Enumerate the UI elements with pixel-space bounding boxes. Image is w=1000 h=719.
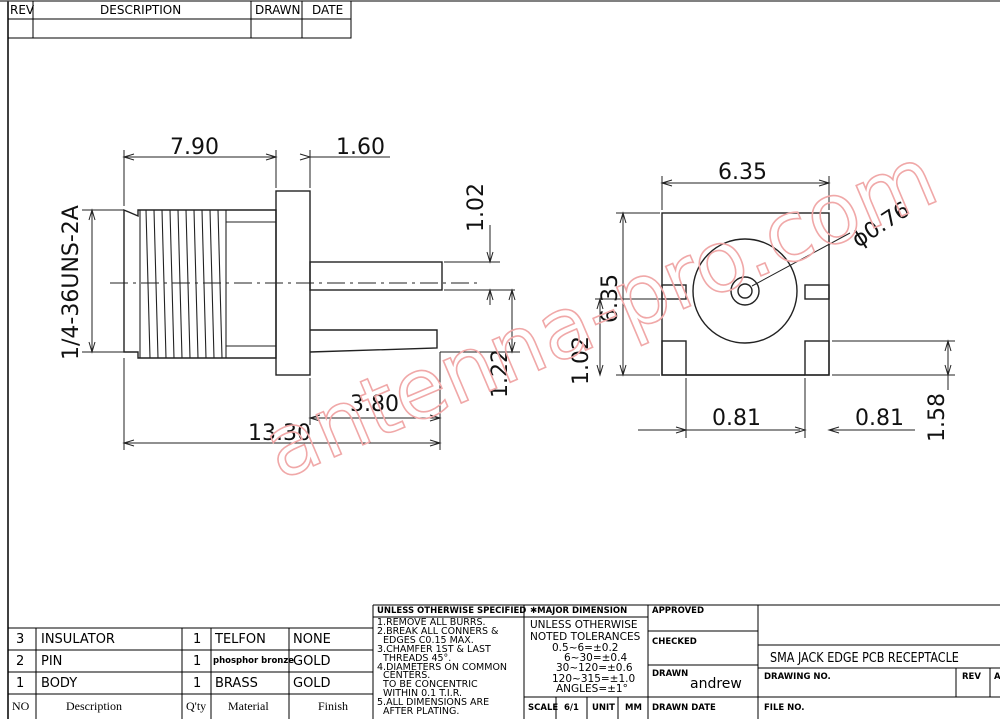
bom-header-material: Material xyxy=(228,699,269,713)
dim-center-height: 1.02 xyxy=(569,336,594,385)
file-no-label: FILE NO. xyxy=(764,703,805,713)
dim-flange-thickness: 1.60 xyxy=(336,135,385,160)
rev-value: A xyxy=(994,672,1000,682)
dim-pin-offset: 1.22 xyxy=(488,349,513,398)
tolerance-line1: UNLESS OTHERWISE xyxy=(530,619,638,631)
tolerance-row: 30~120=±0.6 xyxy=(556,662,633,674)
bom-qty: 1 xyxy=(193,676,202,691)
bom-header-no: NO xyxy=(12,699,30,713)
bom-finish: GOLD xyxy=(293,676,331,691)
center-pin xyxy=(309,261,443,291)
tolerance-row: 0.5~6=±0.2 xyxy=(552,642,619,654)
bom-no: 3 xyxy=(16,632,25,647)
bom-material: phosphor bronze xyxy=(213,656,295,666)
tolerance-header: ✱MAJOR DIMENSION xyxy=(530,606,628,616)
dim-leg-height: 1.58 xyxy=(925,393,950,442)
tolerance-row: 6~30=±0.4 xyxy=(564,652,628,664)
dim-flange-width: 6.35 xyxy=(718,160,767,185)
center-contact xyxy=(737,283,753,299)
bom-header-description: Description xyxy=(66,699,122,713)
tolerance-row: ANGLES=±1° xyxy=(556,683,628,695)
bom-material: BRASS xyxy=(215,676,258,691)
notes-text: 1.REMOVE ALL BURRS. 2.BREAK ALL CONNERS … xyxy=(377,617,508,718)
bom-finish: GOLD xyxy=(293,654,331,669)
dim-flange-height: 6.35 xyxy=(598,274,623,323)
tolerance-line2: NOTED TOLERANCES xyxy=(530,631,641,643)
outer-body-circle xyxy=(692,238,798,344)
drawn-date-label: DRAWN DATE xyxy=(652,703,716,713)
rev-label: REV xyxy=(962,672,981,682)
scale-label: SCALE xyxy=(528,703,559,713)
drawing-title: SMA JACK EDGE PCB RECEPTACLE xyxy=(770,651,959,666)
dim-thread-spec: 1/4-36UNS-2A xyxy=(59,205,84,360)
approved-label: APPROVED xyxy=(652,606,705,616)
insulator-circle xyxy=(730,276,760,306)
unit-label: UNIT xyxy=(592,703,615,713)
bom-qty: 1 xyxy=(193,632,202,647)
drawn-label: DRAWN xyxy=(652,669,689,679)
ground-tab xyxy=(309,329,438,353)
bom-description: BODY xyxy=(41,676,78,691)
bom-header-finish: Finish xyxy=(318,699,349,713)
drawing-no-label: DRAWING NO. xyxy=(764,672,831,682)
unit-value: MM xyxy=(625,703,642,713)
dim-slot-left: 0.81 xyxy=(712,406,761,431)
bom-description: INSULATOR xyxy=(41,632,115,647)
dim-pin-length: 3.80 xyxy=(350,392,399,417)
front-view xyxy=(661,212,830,376)
rev-header-drawn: DRAWN xyxy=(255,3,301,17)
rev-header-description: DESCRIPTION xyxy=(100,3,182,17)
notes-header: UNLESS OTHERWISE SPECIFIED xyxy=(377,606,527,616)
scale-value: 6/1 xyxy=(564,703,579,713)
rev-header-rev: REV xyxy=(10,3,35,17)
dim-slot-right: 0.81 xyxy=(855,406,904,431)
checked-label: CHECKED xyxy=(652,637,697,647)
bom-description: PIN xyxy=(41,654,63,669)
dim-pin-diameter: 1.02 xyxy=(464,183,489,232)
rev-header-date: DATE xyxy=(312,3,344,17)
bom-qty: 1 xyxy=(193,654,202,669)
bom-header-qty: Q'ty xyxy=(186,699,207,713)
bom-no: 1 xyxy=(16,676,25,691)
bom-finish: NONE xyxy=(293,632,331,647)
side-view xyxy=(110,190,480,376)
bom-no: 2 xyxy=(16,654,25,669)
dim-overall-length: 13.30 xyxy=(248,421,311,446)
dim-body-length: 7.90 xyxy=(170,135,219,160)
watermark: antenna-pro.com xyxy=(250,127,951,498)
drawn-by: andrew xyxy=(690,676,742,692)
tolerance-row: 120~315=±1.0 xyxy=(552,673,636,685)
bom-material: TELFON xyxy=(215,632,266,647)
